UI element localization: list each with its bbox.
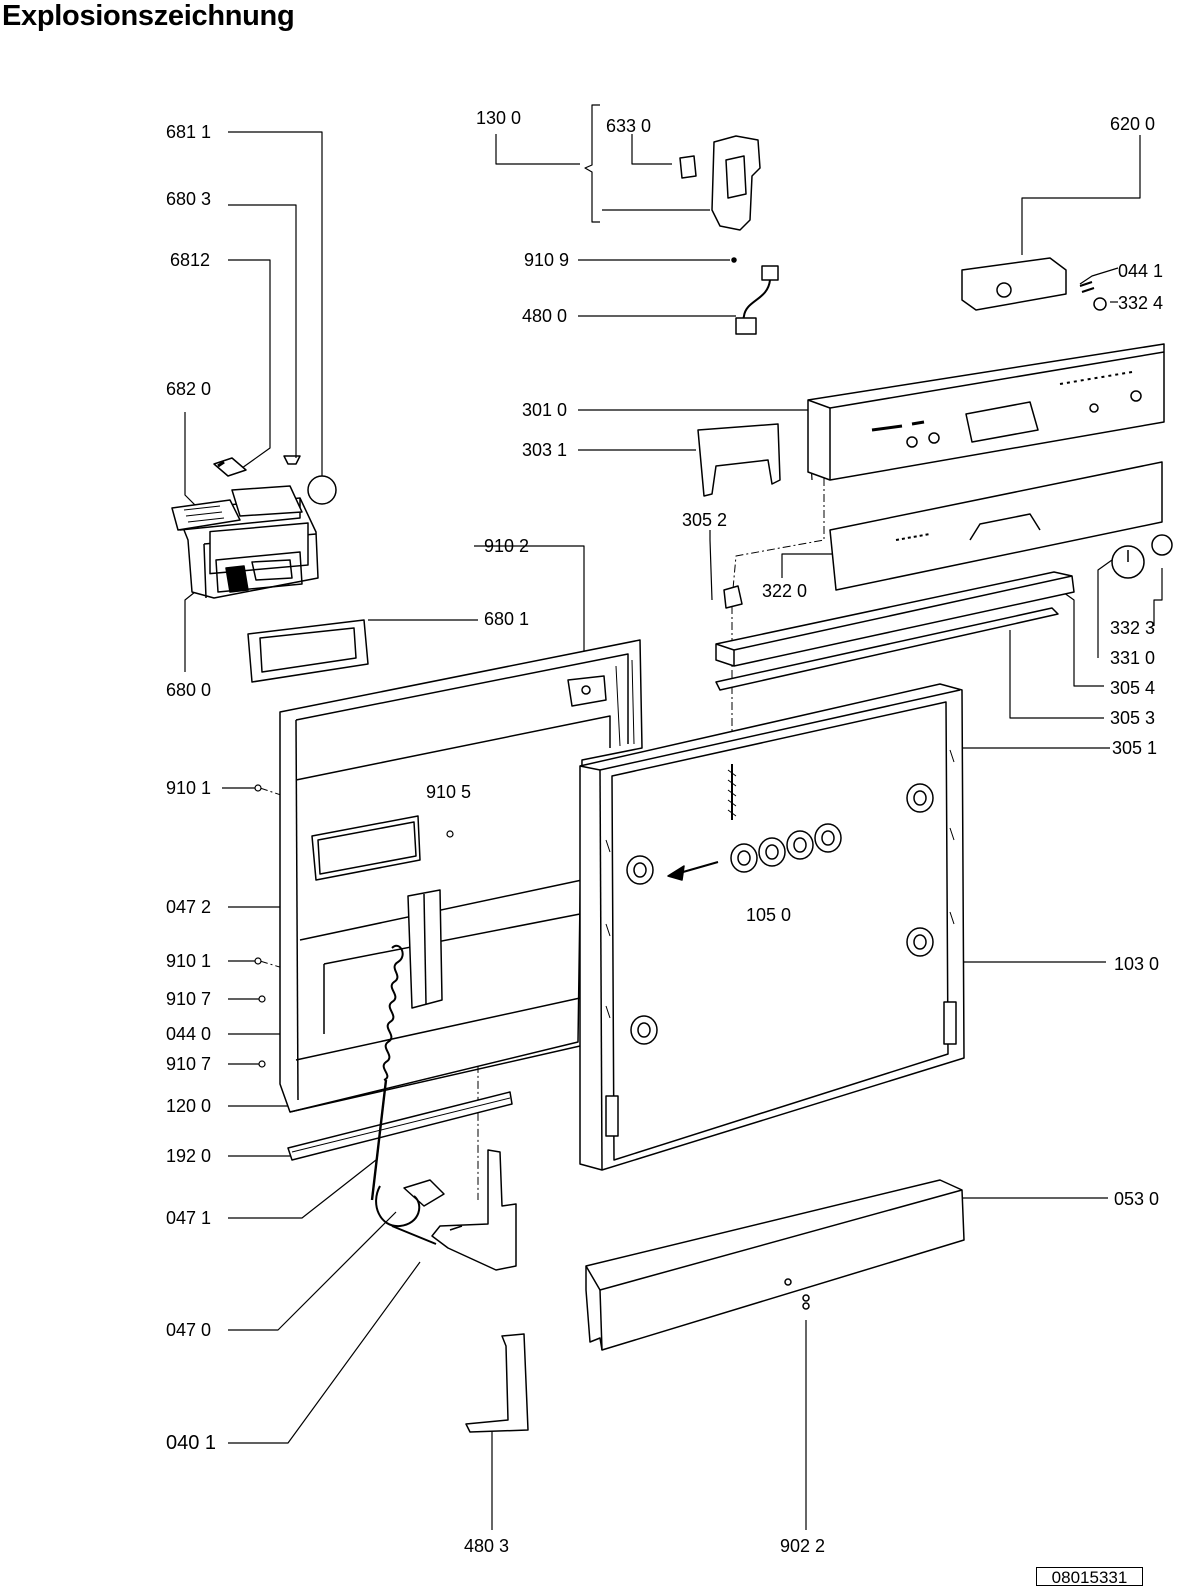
callout-910-2: 910 2	[484, 536, 530, 556]
hinge-bracket	[431, 1149, 517, 1271]
callout-130-0: 130 0	[476, 108, 522, 128]
callout-192-0: 192 0	[166, 1146, 212, 1166]
callout-331-0: 331 0	[1110, 648, 1156, 668]
door-roller	[626, 783, 934, 1045]
callout-047-2: 047 2	[166, 897, 212, 917]
callout-044-0: 044 0	[166, 1024, 212, 1044]
callout-480-3: 480 3	[464, 1536, 510, 1556]
callout-305-4: 305 4	[1110, 678, 1156, 698]
callout-480-0: 480 0	[522, 306, 568, 326]
callout-047-0: 047 0	[166, 1320, 212, 1340]
switch-cover-303-1	[697, 423, 781, 497]
callout-910-1-upper: 910 1	[166, 778, 212, 798]
front-plate-322-0	[829, 461, 1163, 591]
bottom-strip-192-0	[287, 1091, 513, 1161]
callout-910-7-lower: 910 7	[166, 1054, 212, 1074]
callout-105-0: 105 0	[746, 905, 792, 925]
callout-120-0: 120 0	[166, 1096, 212, 1116]
callout-680-0: 680 0	[166, 680, 212, 700]
inner-door-panel	[279, 639, 643, 1113]
callout-301-0: 301 0	[522, 400, 568, 420]
knob-cap-332-3	[1151, 534, 1173, 556]
callout-047-1: 047 1	[166, 1208, 212, 1228]
callout-103-0: 103 0	[1114, 954, 1160, 974]
callout-305-2: 305 2	[682, 510, 728, 530]
callout-910-5: 910 5	[426, 782, 472, 802]
dispenser-seal-680-1	[247, 619, 369, 683]
callout-633-0: 633 0	[606, 116, 652, 136]
callout-305-1: 305 1	[1112, 738, 1158, 758]
trim-305-4	[715, 571, 1075, 667]
screws	[254, 784, 454, 1068]
callout-681-1: 681 1	[166, 122, 212, 142]
callout-303-1: 303 1	[522, 440, 568, 460]
trim-305-3	[715, 607, 1059, 691]
callout-620-0: 620 0	[1110, 114, 1156, 134]
callout-910-7-upper: 910 7	[166, 989, 212, 1009]
loose-rollers-105-0	[730, 823, 842, 873]
callout-902-2: 902 2	[780, 1536, 826, 1556]
callout-680-3: 680 3	[166, 189, 212, 209]
plinth-053-0	[585, 1179, 965, 1351]
document-number: 08015331	[1036, 1567, 1143, 1587]
page-title: Explosionszeichnung	[2, 0, 295, 32]
callout-322-0: 322 0	[762, 581, 808, 601]
fastener-305-2	[723, 585, 743, 609]
callout-332-3: 332 3	[1110, 618, 1156, 638]
foot-bracket	[465, 1333, 529, 1433]
callout-682-0: 682 0	[166, 379, 212, 399]
callout-332-4: 332 4	[1118, 293, 1164, 313]
outer-door-panel	[579, 683, 965, 1171]
callout-040-1: 040 1	[166, 1432, 217, 1454]
control-panel-301-0	[807, 343, 1165, 481]
callout-680-1: 680 1	[484, 609, 530, 629]
leader-lines	[184, 104, 1163, 1530]
door-spring	[370, 944, 445, 1245]
callout-6812: 6812	[170, 250, 211, 270]
callout-044-1: 044 1	[1118, 261, 1164, 281]
callout-053-0: 053 0	[1114, 1189, 1160, 1209]
callout-305-3: 305 3	[1110, 708, 1156, 728]
callout-910-1-lower: 910 1	[166, 951, 212, 971]
control-module-620-0	[961, 257, 1107, 311]
wiring-480-0	[731, 257, 779, 335]
callout-910-9: 910 9	[524, 250, 570, 270]
dispenser-assembly	[171, 455, 337, 599]
door-lock-130-0	[679, 135, 761, 231]
screw-305-1	[727, 764, 737, 820]
knob-331-0	[1111, 545, 1145, 579]
